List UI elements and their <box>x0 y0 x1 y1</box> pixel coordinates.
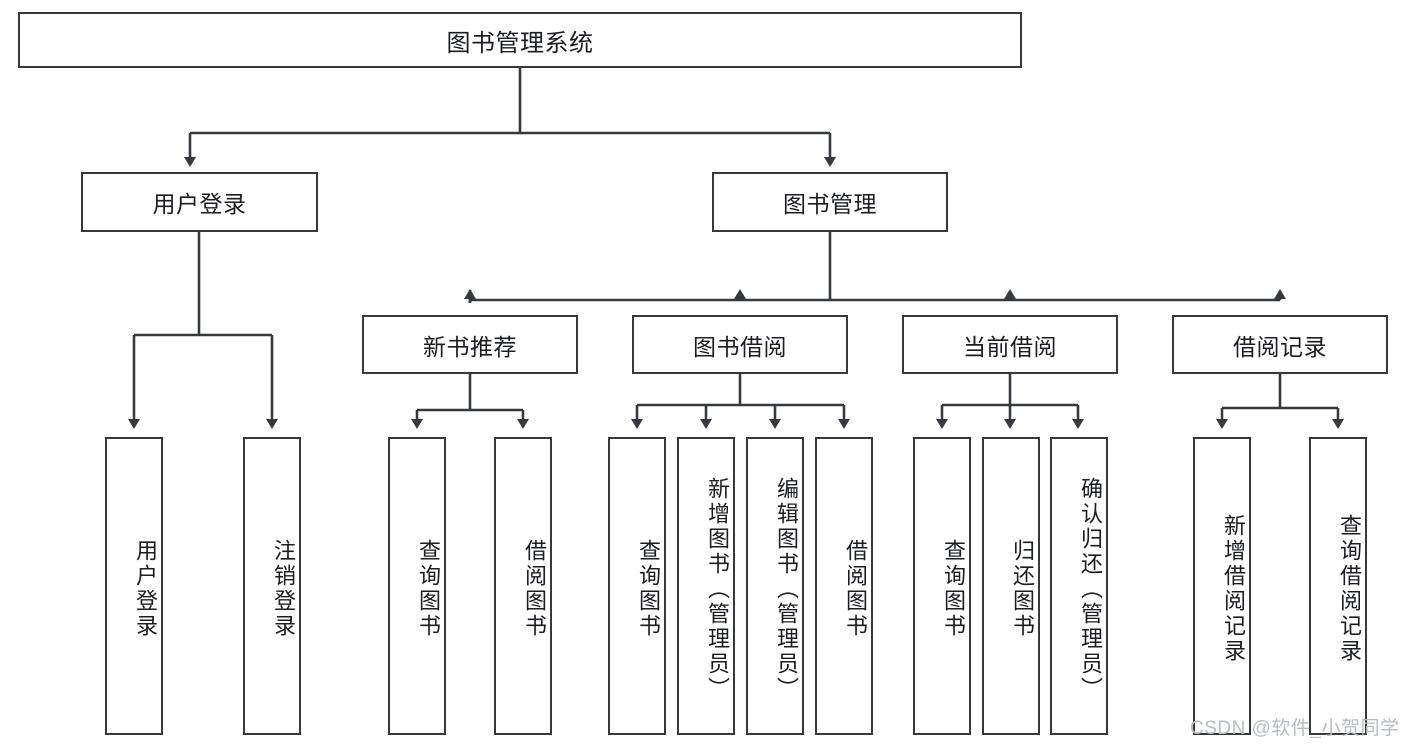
node-label: 新增借阅记录 <box>1221 514 1246 664</box>
node-user-login[interactable]: 用户登录 <box>81 172 318 232</box>
node-label: 用户登录 <box>133 539 158 639</box>
node-book-management[interactable]: 图书管理 <box>712 172 948 232</box>
leaf-user-login-login[interactable]: 用户登录 <box>105 437 163 735</box>
node-current-borrow[interactable]: 当前借阅 <box>902 315 1118 374</box>
node-book-borrow[interactable]: 图书借阅 <box>632 315 848 374</box>
leaf-user-login-logout[interactable]: 注销登录 <box>243 437 301 735</box>
leaf-borrow-query-book[interactable]: 查询图书 <box>608 437 666 735</box>
node-label: 确认归还（管理员） <box>1078 476 1103 702</box>
node-label: 查询图书 <box>636 539 661 639</box>
leaf-current-query-book[interactable]: 查询图书 <box>913 437 971 735</box>
leaf-record-query-record[interactable]: 查询借阅记录 <box>1309 437 1367 735</box>
node-label: 查询借阅记录 <box>1337 514 1362 664</box>
node-borrow-record[interactable]: 借阅记录 <box>1172 315 1388 374</box>
node-label: 图书管理 <box>783 191 877 217</box>
node-label: 归还图书 <box>1010 539 1035 639</box>
leaf-recommend-borrow-book[interactable]: 借阅图书 <box>494 437 552 735</box>
leaf-record-add-record[interactable]: 新增借阅记录 <box>1193 437 1251 735</box>
node-label: 编辑图书（管理员） <box>774 476 799 702</box>
node-label: 图书借阅 <box>693 333 787 360</box>
node-label: 图书管理系统 <box>446 29 594 57</box>
leaf-borrow-add-book-admin[interactable]: 新增图书（管理员） <box>677 437 735 735</box>
node-label: 借阅图书 <box>843 539 868 639</box>
node-label: 查询图书 <box>941 539 966 639</box>
node-label: 用户登录 <box>152 191 247 217</box>
node-label: 查询图书 <box>416 539 441 639</box>
node-new-book-recommend[interactable]: 新书推荐 <box>362 315 578 374</box>
leaf-current-confirm-return-admin[interactable]: 确认归还（管理员） <box>1050 437 1108 735</box>
leaf-current-return-book[interactable]: 归还图书 <box>982 437 1040 735</box>
leaf-borrow-borrow-book[interactable]: 借阅图书 <box>815 437 873 735</box>
node-label: 借阅记录 <box>1233 333 1327 360</box>
leaf-borrow-edit-book-admin[interactable]: 编辑图书（管理员） <box>746 437 804 735</box>
node-label: 当前借阅 <box>963 333 1057 360</box>
csdn-watermark: CSDN @软件_小贺同学 <box>1190 718 1400 739</box>
node-label: 借阅图书 <box>522 539 547 639</box>
node-root-system[interactable]: 图书管理系统 <box>18 12 1022 68</box>
node-label: 新书推荐 <box>423 333 517 360</box>
node-label: 注销登录 <box>271 539 296 639</box>
node-label: 新增图书（管理员） <box>705 476 730 702</box>
leaf-recommend-query-book[interactable]: 查询图书 <box>388 437 446 735</box>
